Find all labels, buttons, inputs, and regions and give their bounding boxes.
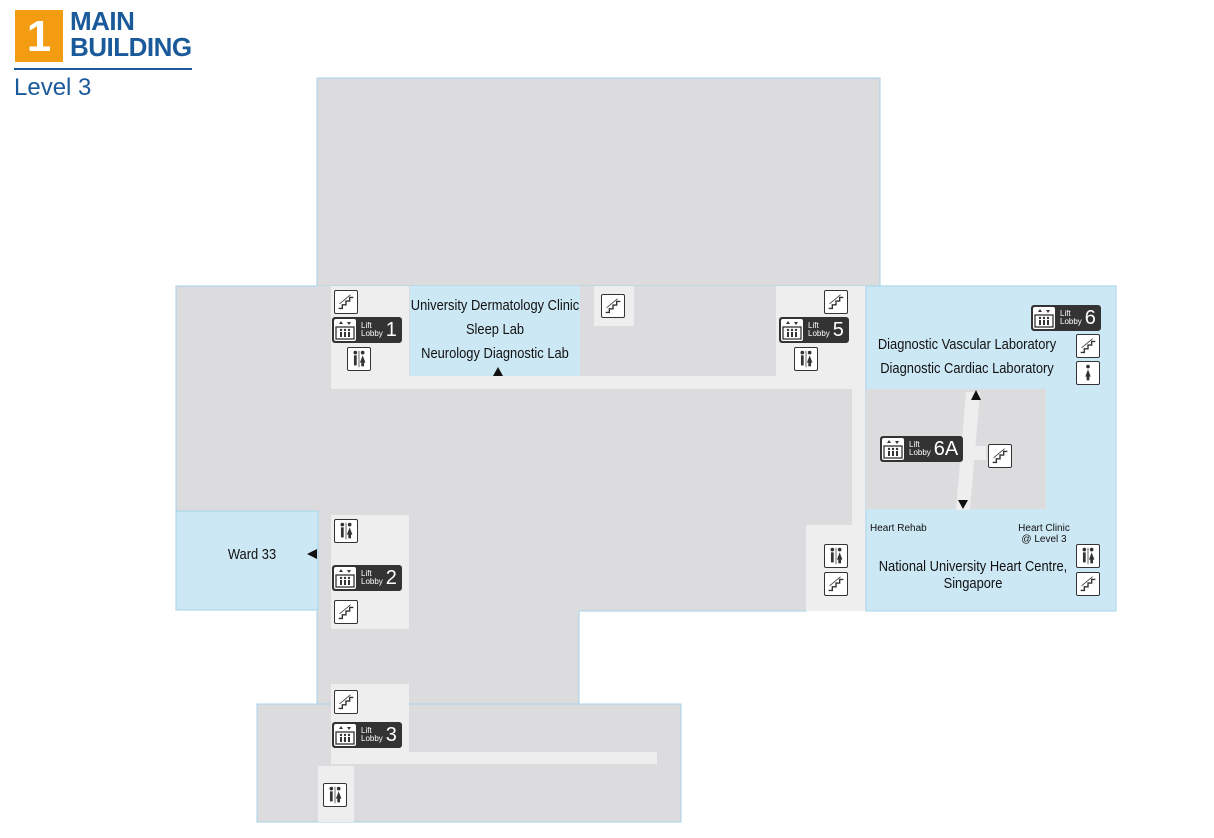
corridor-right-lower (806, 525, 866, 611)
lobby-word: Lobby (909, 448, 931, 457)
lift-lobby-number: 1 (385, 319, 397, 341)
building-name-line1: MAIN (70, 6, 135, 36)
lift-lobby-number: 6A (933, 438, 959, 460)
lift-word: Lift (808, 321, 819, 330)
stairs-icon (824, 290, 848, 314)
left-wing (175, 285, 319, 512)
arrow-down-heart (958, 500, 968, 509)
stairs-icon (334, 600, 358, 624)
lift-word: Lift (361, 726, 372, 735)
stairs-icon (1076, 334, 1100, 358)
lift-lobby-number: 5 (832, 319, 844, 341)
lobby-word: Lobby (361, 329, 383, 338)
stairs-icon (601, 294, 625, 318)
lift-lobby-number: 2 (385, 567, 397, 589)
heart-clinic-line2: @ Level 3 (1021, 534, 1067, 545)
toilet-icon (347, 347, 371, 371)
toilet-icon (794, 347, 818, 371)
arrow-up-derm (493, 367, 503, 376)
corridor-bottom (331, 752, 657, 764)
heart-clinic-label: Heart Clinic @ Level 3 (1012, 523, 1076, 545)
nuhc-label: National University Heart Centre, Singap… (876, 558, 1070, 592)
nuhc-line1: National University Heart Centre, (878, 558, 1068, 575)
ward-33-zone (175, 510, 319, 611)
vascular-lab-label: Diagnostic Vascular Laboratory (877, 336, 1057, 353)
arrow-up-heart (971, 390, 981, 400)
lobby-word: Lobby (1060, 317, 1082, 326)
toilet-icon (1076, 544, 1100, 568)
lift-word: Lift (909, 440, 920, 449)
lift-word: Lift (361, 569, 372, 578)
top-block (316, 77, 881, 287)
derm-line3: Neurology Diagnostic Lab (421, 345, 569, 362)
lift-icon (334, 724, 356, 746)
arrow-left-ward (307, 549, 317, 559)
lift-icon (1033, 307, 1055, 329)
derm-line1: University Dermatology Clinic (410, 297, 580, 314)
lobby-word: Lobby (361, 734, 383, 743)
lobby-word: Lobby (361, 577, 383, 586)
cardiac-lab-label: Diagnostic Cardiac Laboratory (880, 360, 1054, 377)
lift-word: Lift (361, 321, 372, 330)
lift-lobby-number: 3 (385, 724, 397, 746)
heart-rehab-label: Heart Rehab (870, 523, 927, 534)
level-label: Level 3 (14, 74, 92, 101)
derm-clinic-label: University Dermatology Clinic Sleep Lab … (410, 294, 580, 366)
stairs-icon (824, 572, 848, 596)
building-name-line2: BUILDING (70, 32, 192, 62)
building-number: 1 (15, 10, 63, 62)
header-divider (14, 68, 192, 70)
lab-labels: Diagnostic Vascular Laboratory Diagnosti… (877, 333, 1058, 381)
lift-icon (882, 438, 904, 460)
toilet-icon (323, 783, 347, 807)
toilet-icon (824, 544, 848, 568)
corridor-top (331, 376, 851, 389)
stairs-icon (1076, 572, 1100, 596)
female-toilet-icon (1076, 361, 1100, 385)
building-name: MAIN BUILDING (70, 8, 192, 60)
nuhc-line2: Singapore (943, 575, 1003, 592)
lift-word: Lift (1060, 309, 1071, 318)
lobby-word: Lobby (808, 329, 830, 338)
ward-33-label: Ward 33 (227, 546, 277, 563)
stairs-icon (334, 690, 358, 714)
stairs-icon (988, 444, 1012, 468)
derm-line2: Sleep Lab (465, 321, 525, 338)
lift-icon (781, 319, 803, 341)
stairs-icon (334, 290, 358, 314)
derm-clinic-zone (410, 286, 580, 376)
lift-icon (334, 567, 356, 589)
lift-lobby-number: 6 (1084, 307, 1096, 329)
heart-clinic-line1: Heart Clinic (1018, 523, 1070, 534)
toilet-icon (334, 519, 358, 543)
lift-icon (334, 319, 356, 341)
